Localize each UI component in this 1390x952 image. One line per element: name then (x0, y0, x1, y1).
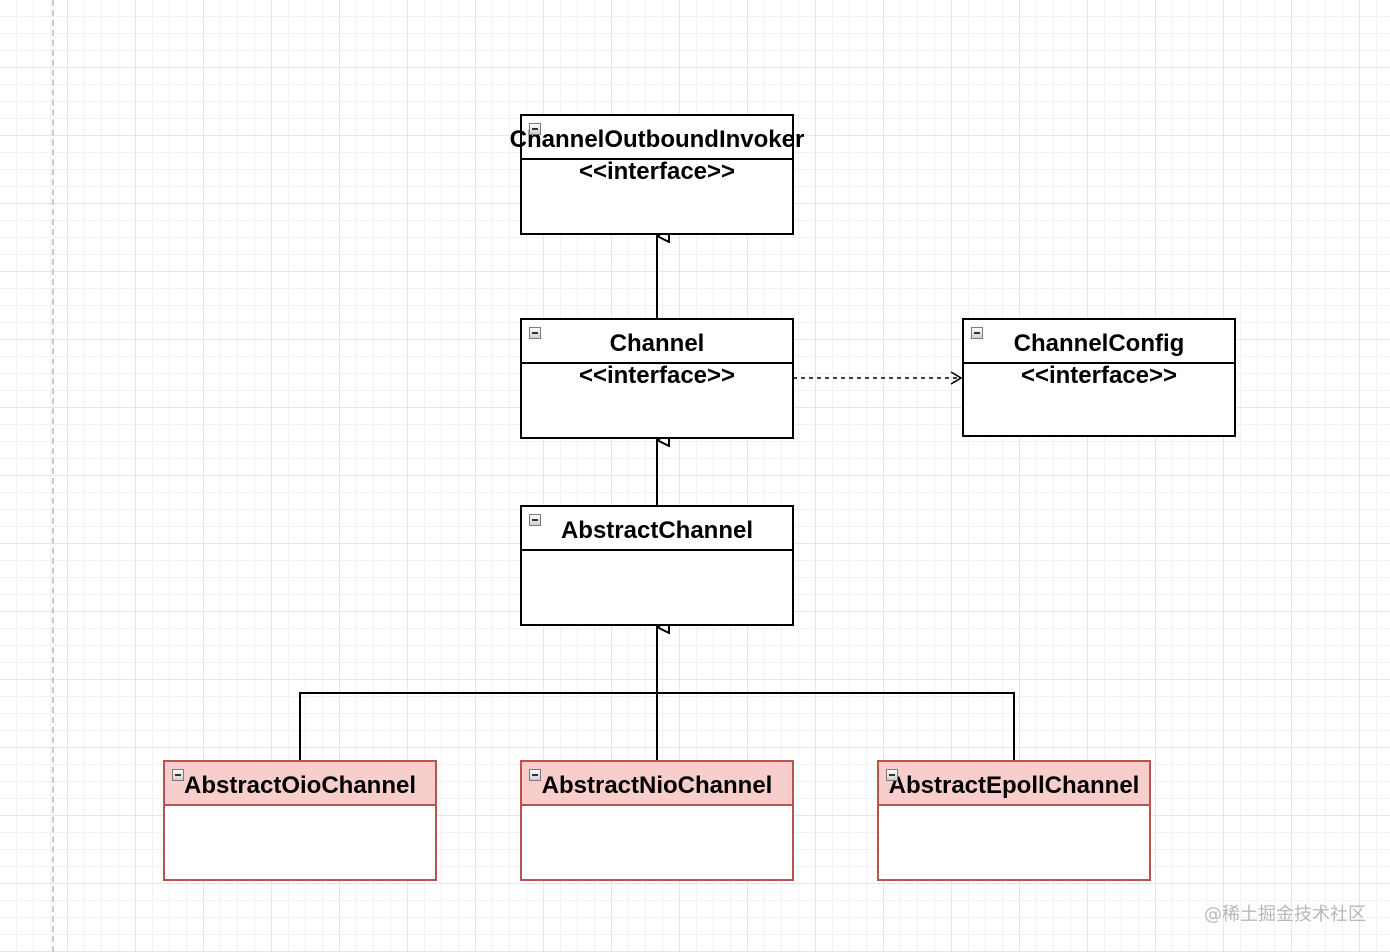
class-stereotype: <<interface>> (578, 158, 736, 185)
collapse-icon[interactable] (971, 327, 983, 339)
class-abstract-oio-channel[interactable]: AbstractOioChannel (163, 760, 437, 881)
collapse-icon[interactable] (529, 327, 541, 339)
collapse-icon[interactable] (529, 123, 541, 135)
class-header: AbstractEpollChannel (879, 762, 1149, 806)
class-abstract-epoll-channel[interactable]: AbstractEpollChannel (877, 760, 1151, 881)
class-name: AbstractNioChannel (541, 772, 773, 799)
class-name: AbstractEpollChannel (888, 772, 1140, 799)
class-header: Channel (522, 320, 792, 364)
class-header: AbstractNioChannel (522, 762, 792, 806)
class-abstract-channel[interactable]: AbstractChannel (520, 505, 794, 626)
class-name: AbstractChannel (560, 517, 754, 544)
class-channel-config[interactable]: ChannelConfig <<interface>> (962, 318, 1236, 437)
class-channel[interactable]: Channel <<interface>> (520, 318, 794, 439)
collapse-icon[interactable] (529, 769, 541, 781)
class-header: AbstractChannel (522, 507, 792, 551)
class-stereotype: <<interface>> (578, 362, 736, 389)
class-name: ChannelOutboundInvoker (509, 126, 805, 153)
class-name: AbstractOioChannel (183, 772, 417, 799)
class-name: ChannelConfig (1013, 330, 1185, 357)
class-name: Channel (609, 330, 705, 357)
collapse-icon[interactable] (172, 769, 184, 781)
edge-oio-to-abstract-channel (299, 692, 657, 761)
collapse-icon[interactable] (529, 514, 541, 526)
class-abstract-nio-channel[interactable]: AbstractNioChannel (520, 760, 794, 881)
class-channel-outbound-invoker[interactable]: ChannelOutboundInvoker <<interface>> (510, 114, 804, 235)
page-border (52, 0, 54, 952)
collapse-icon[interactable] (886, 769, 898, 781)
class-header: ChannelConfig (964, 320, 1234, 364)
edge-epoll-to-abstract-channel (657, 692, 1015, 761)
class-header: AbstractOioChannel (165, 762, 435, 806)
class-header: ChannelOutboundInvoker (510, 116, 804, 160)
watermark: @稀土掘金技术社区 (1204, 904, 1366, 925)
class-stereotype: <<interface>> (1020, 362, 1178, 389)
